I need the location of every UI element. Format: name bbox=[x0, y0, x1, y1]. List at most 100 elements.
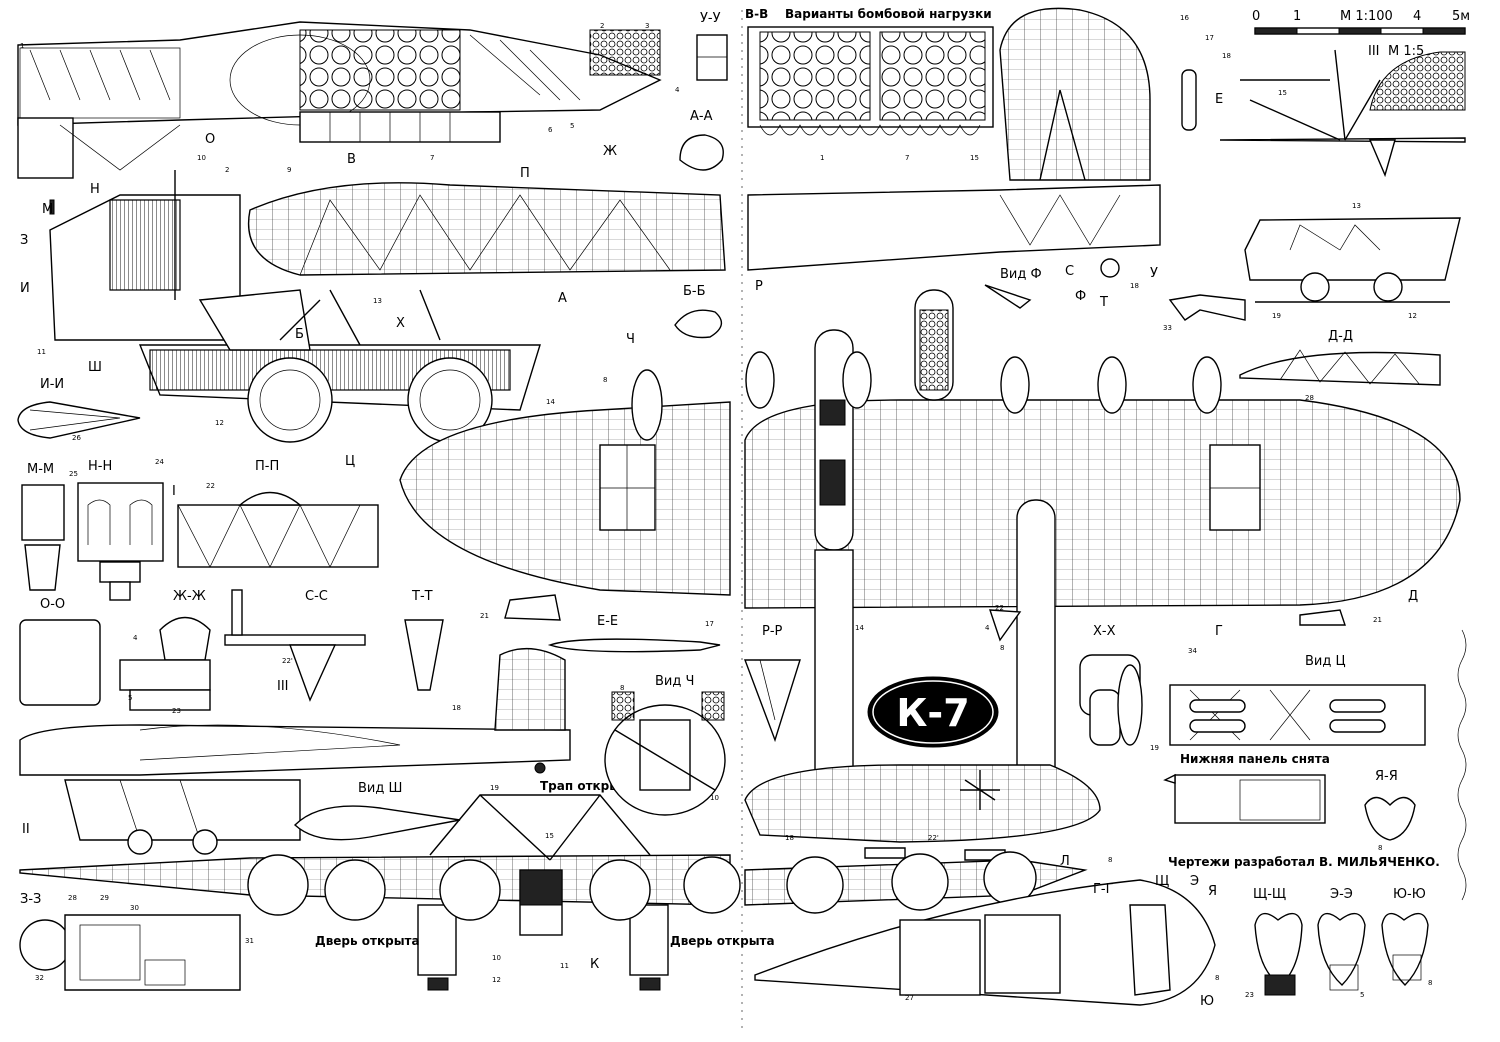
svg-text:Т: Т bbox=[1099, 295, 1108, 310]
svg-text:О: О bbox=[205, 132, 215, 147]
gun-mount-detail: 33 bbox=[1163, 294, 1246, 332]
svg-text:17: 17 bbox=[705, 620, 714, 628]
svg-text:М-М: М-М bbox=[27, 462, 54, 477]
svg-text:26: 26 bbox=[72, 434, 81, 442]
section-zhzh: Ж-Ж 4 5 23 bbox=[119, 589, 211, 715]
svg-text:8: 8 bbox=[1378, 844, 1382, 852]
svg-text:А-А: А-А bbox=[690, 109, 713, 124]
svg-text:Э-Э: Э-Э bbox=[1330, 887, 1353, 902]
svg-text:Б: Б bbox=[295, 327, 304, 342]
svg-text:Ж-Ж: Ж-Ж bbox=[173, 589, 206, 604]
svg-text:3: 3 bbox=[645, 22, 649, 30]
svg-text:Я: Я bbox=[1208, 884, 1217, 899]
svg-text:28: 28 bbox=[1305, 394, 1314, 402]
svg-text:III: III bbox=[1368, 44, 1380, 59]
svg-text:В-В: В-В bbox=[745, 7, 768, 21]
svg-text:4: 4 bbox=[1413, 9, 1421, 24]
svg-text:23: 23 bbox=[1245, 991, 1254, 999]
svg-text:Х-Х: Х-Х bbox=[1093, 624, 1116, 639]
svg-text:Н: Н bbox=[90, 182, 100, 197]
svg-text:Вид Ч: Вид Ч bbox=[655, 674, 694, 689]
tail-fin-side: 16 17 15 bbox=[970, 7, 1214, 181]
svg-text:III: III bbox=[277, 679, 289, 694]
view-ts: Вид Ц bbox=[1169, 654, 1426, 746]
svg-text:10: 10 bbox=[197, 154, 206, 162]
section-yuyu: Ю-Ю 8 bbox=[1381, 887, 1432, 987]
svg-text:Т-Т: Т-Т bbox=[411, 589, 433, 604]
svg-text:1: 1 bbox=[1293, 9, 1301, 24]
svg-text:С: С bbox=[1065, 264, 1074, 279]
svg-text:Нижняя панель снята: Нижняя панель снята bbox=[1180, 752, 1330, 766]
author-credit: Чертежи разработал В. МИЛЬЯЧЕНКО. bbox=[1168, 855, 1440, 869]
svg-text:Ц: Ц bbox=[345, 454, 355, 469]
svg-text:Д: Д bbox=[1408, 589, 1418, 604]
panel-removed-detail: Нижняя панель снята bbox=[1163, 752, 1330, 824]
fuselage-side-view-lower: II Трап открыт bbox=[19, 647, 627, 855]
svg-text:15: 15 bbox=[970, 154, 979, 162]
svg-text:30: 30 bbox=[130, 904, 139, 912]
svg-text:18: 18 bbox=[1222, 52, 1231, 60]
stabilizer-plan: Л 22' 18 bbox=[744, 764, 1101, 869]
svg-text:14: 14 bbox=[546, 398, 555, 406]
svg-text:I: I bbox=[172, 484, 176, 499]
svg-text:М: М bbox=[42, 202, 53, 217]
svg-text:Е: Е bbox=[1215, 92, 1223, 107]
svg-text:8: 8 bbox=[603, 376, 607, 384]
fuselage-longitudinal-section: Г-Г Щ Э Я Ю 27 8 bbox=[754, 874, 1219, 1009]
svg-text:Г-Г: Г-Г bbox=[1093, 882, 1114, 897]
svg-text:16: 16 bbox=[1180, 14, 1189, 22]
svg-text:23: 23 bbox=[172, 707, 181, 715]
svg-text:Ю-Ю: Ю-Ю bbox=[1393, 887, 1426, 902]
svg-text:17: 17 bbox=[1205, 34, 1214, 42]
svg-text:Ф: Ф bbox=[1075, 289, 1086, 304]
svg-text:8: 8 bbox=[1215, 974, 1219, 982]
svg-text:13: 13 bbox=[373, 297, 382, 305]
svg-text:0: 0 bbox=[1252, 9, 1260, 24]
svg-text:4: 4 bbox=[675, 86, 680, 94]
svg-text:19: 19 bbox=[1272, 312, 1281, 320]
svg-text:18: 18 bbox=[452, 704, 461, 712]
svg-text:Д-Д: Д-Д bbox=[1328, 329, 1353, 344]
section-shch: Щ-Щ 23 bbox=[1245, 887, 1303, 999]
fuselage-side-view-main: З И Ш Б Х А П Ц 10 2 9 11 12 13 14 bbox=[20, 154, 726, 469]
page-edge bbox=[1457, 629, 1467, 901]
view-ch: Вид Ч 8 10 bbox=[604, 674, 726, 816]
scale-bar: 0 1 М 1:100 4 5м bbox=[1252, 9, 1470, 35]
svg-text:Ж: Ж bbox=[603, 144, 617, 159]
rear-fuselage-side: Р С У Ф Т 1 18 bbox=[747, 154, 1161, 310]
section-xx: Х-Х 34 19 bbox=[1079, 624, 1197, 752]
svg-text:21: 21 bbox=[1373, 616, 1382, 624]
svg-text:13: 13 bbox=[1352, 202, 1361, 210]
svg-text:18: 18 bbox=[785, 834, 794, 842]
svg-text:К: К bbox=[590, 957, 599, 972]
svg-text:14: 14 bbox=[855, 624, 864, 632]
svg-text:II: II bbox=[22, 822, 30, 837]
section-dd: Д-Д bbox=[1239, 329, 1441, 386]
svg-text:Вид Ф: Вид Ф bbox=[1000, 267, 1042, 282]
svg-text:10: 10 bbox=[710, 794, 719, 802]
svg-text:Вид Ц: Вид Ц bbox=[1305, 654, 1346, 669]
wing-plan-left: 8 21 bbox=[399, 369, 731, 621]
fuselage-section-gear: 13 19 12 bbox=[1244, 202, 1461, 320]
svg-text:Ю: Ю bbox=[1200, 994, 1214, 1009]
svg-text:А: А bbox=[558, 291, 567, 306]
svg-text:15: 15 bbox=[1278, 89, 1287, 97]
svg-text:25: 25 bbox=[69, 470, 78, 478]
svg-text:М 1:5: М 1:5 bbox=[1388, 44, 1424, 59]
svg-text:4: 4 bbox=[133, 634, 138, 642]
detail-iii: III М 1:5 Е 18 15 bbox=[1215, 44, 1466, 178]
svg-text:П-П: П-П bbox=[255, 459, 279, 474]
fuselage-side-section-top: М Н О В Ж 1 2 3 4 5 6 7 bbox=[17, 21, 680, 217]
section-aa: А-А bbox=[679, 109, 724, 171]
svg-text:О-О: О-О bbox=[40, 597, 65, 612]
svg-text:22': 22' bbox=[928, 834, 939, 842]
svg-text:И: И bbox=[20, 281, 30, 296]
svg-text:У-У: У-У bbox=[700, 11, 721, 26]
svg-text:8: 8 bbox=[1108, 856, 1112, 864]
section-nn: Н-Н 24 I bbox=[77, 458, 176, 601]
svg-text:7: 7 bbox=[430, 154, 434, 162]
svg-text:5м: 5м bbox=[1452, 9, 1470, 24]
section-ss: С-С 22' III bbox=[224, 589, 366, 702]
svg-text:Трап открыт: Трап открыт bbox=[540, 779, 627, 793]
svg-text:10: 10 bbox=[492, 954, 501, 962]
